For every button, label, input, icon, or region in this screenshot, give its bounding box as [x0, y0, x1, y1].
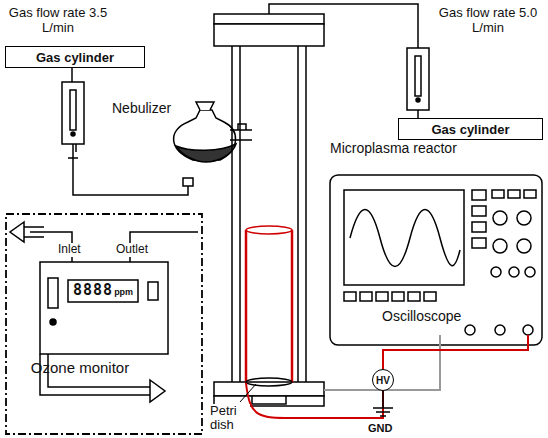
- unit-label: ppm: [114, 287, 133, 297]
- gas-cylinder: Gas cylinder: [5, 46, 145, 68]
- node-text: Gas cylinder: [431, 122, 509, 137]
- flow-rate-label: Gas flow rate 5.0 L/min: [438, 6, 538, 36]
- display-digits: 8888: [73, 282, 113, 299]
- node-text: Gas cylinder: [36, 50, 114, 65]
- node-text: HV: [376, 375, 390, 386]
- ground-label: GND: [368, 422, 392, 435]
- gas-cylinder: Gas cylinder: [398, 118, 543, 140]
- node-text: Ozone monitor: [31, 359, 129, 376]
- ozone-monitor-region: Ozone monitor: [10, 356, 150, 378]
- port-label: Outlet: [116, 243, 148, 257]
- hv-source: HV: [372, 369, 394, 391]
- flow-rate-label: Gas flow rate 3.5 L/min: [8, 6, 108, 36]
- part-name: Oscilloscope: [380, 308, 463, 324]
- port-label: Inlet: [58, 243, 81, 257]
- part-name: Petri dish: [210, 404, 250, 433]
- part-name: Microplasma reactor: [330, 140, 457, 156]
- part-name: Nebulizer: [112, 100, 171, 116]
